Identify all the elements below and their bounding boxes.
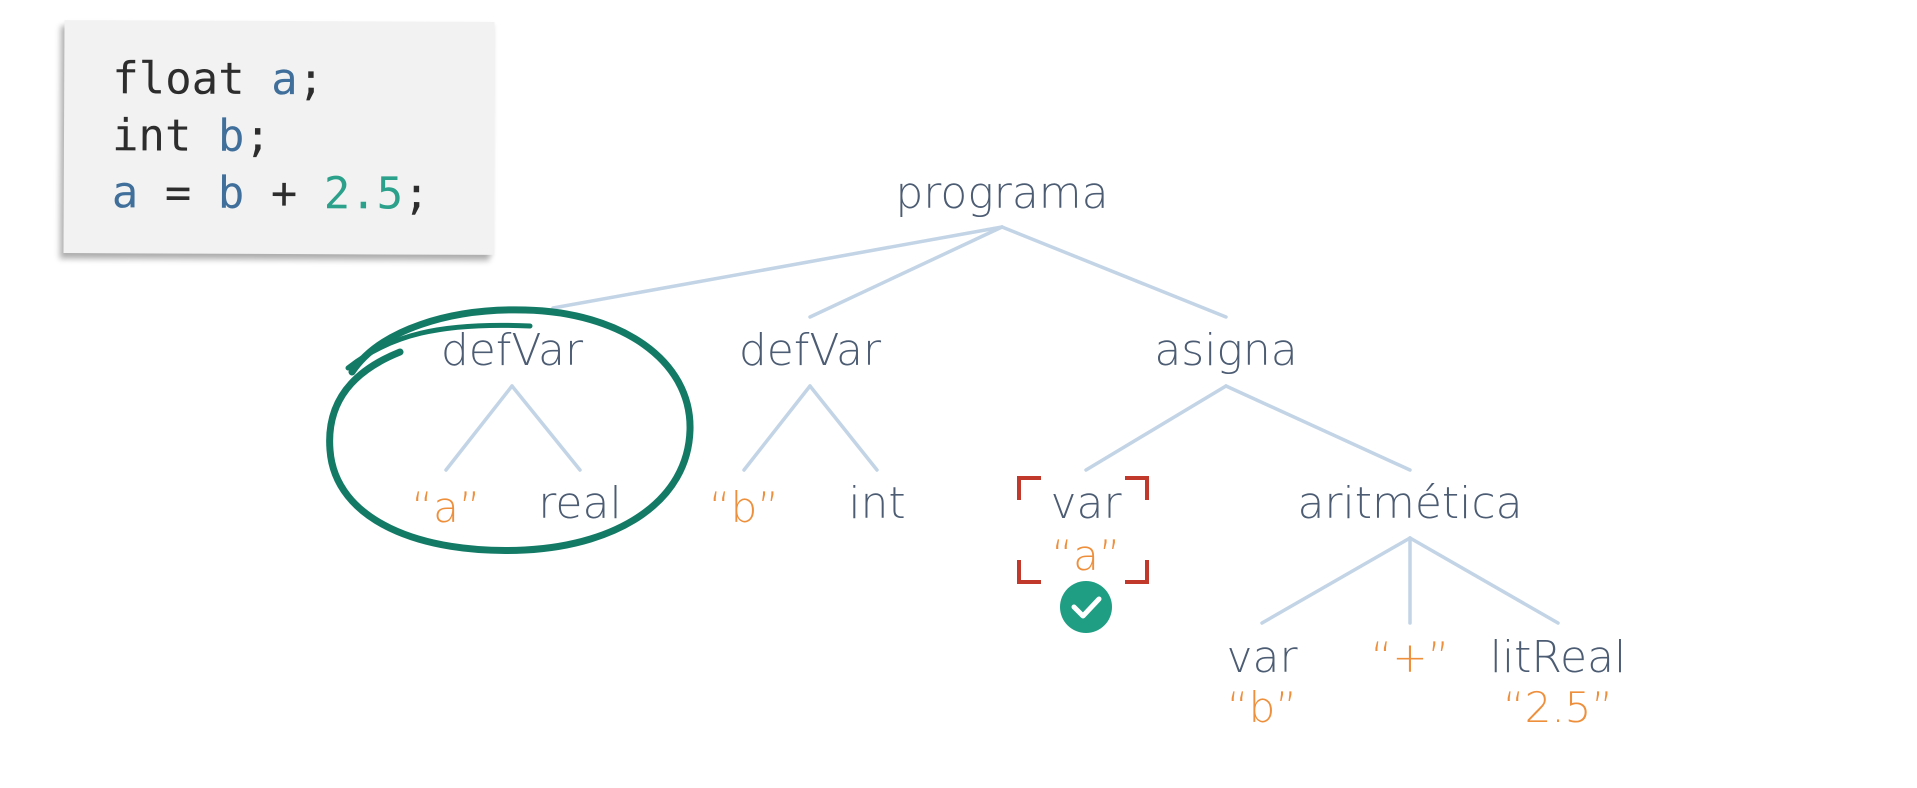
edge-defvar2-name bbox=[742, 384, 812, 472]
edge-programa-defvar2 bbox=[808, 225, 1004, 319]
edge-asigna-aritmetica bbox=[1224, 384, 1412, 472]
literal-var-b: “b” bbox=[1227, 683, 1297, 732]
tree-edges bbox=[444, 225, 1560, 625]
node-programa: programa bbox=[895, 168, 1108, 219]
node-defvar-a: defVar bbox=[441, 325, 584, 376]
edge-aritmetica-var bbox=[1260, 536, 1412, 625]
edge-programa-asigna bbox=[1000, 225, 1228, 319]
edge-programa-defvar1 bbox=[551, 225, 1004, 310]
node-aritmetica: aritmética bbox=[1297, 478, 1522, 529]
node-var-b: var bbox=[1226, 632, 1298, 683]
highlight-circle bbox=[326, 306, 694, 554]
literal-2-5: “2.5” bbox=[1503, 683, 1613, 732]
node-asigna: asigna bbox=[1154, 325, 1297, 376]
literal-a: “a” bbox=[411, 483, 480, 532]
node-defvar-b: defVar bbox=[739, 325, 882, 376]
edge-defvar2-type bbox=[808, 384, 879, 472]
edge-asigna-var bbox=[1084, 384, 1228, 472]
node-litreal: litReal bbox=[1490, 632, 1627, 683]
node-type-int: int bbox=[848, 478, 905, 529]
node-type-real: real bbox=[538, 478, 621, 529]
literal-var-a: “a” bbox=[1051, 531, 1120, 580]
edge-defvar1-name bbox=[444, 384, 514, 472]
edge-aritmetica-litreal bbox=[1408, 536, 1560, 625]
literal-b: “b” bbox=[709, 483, 779, 532]
edge-defvar1-type bbox=[510, 384, 582, 472]
node-var-a: var bbox=[1050, 478, 1122, 529]
focus-brackets bbox=[1017, 476, 1149, 584]
check-circle-icon bbox=[1060, 581, 1112, 633]
literal-plus-operator: “+” bbox=[1371, 633, 1450, 682]
